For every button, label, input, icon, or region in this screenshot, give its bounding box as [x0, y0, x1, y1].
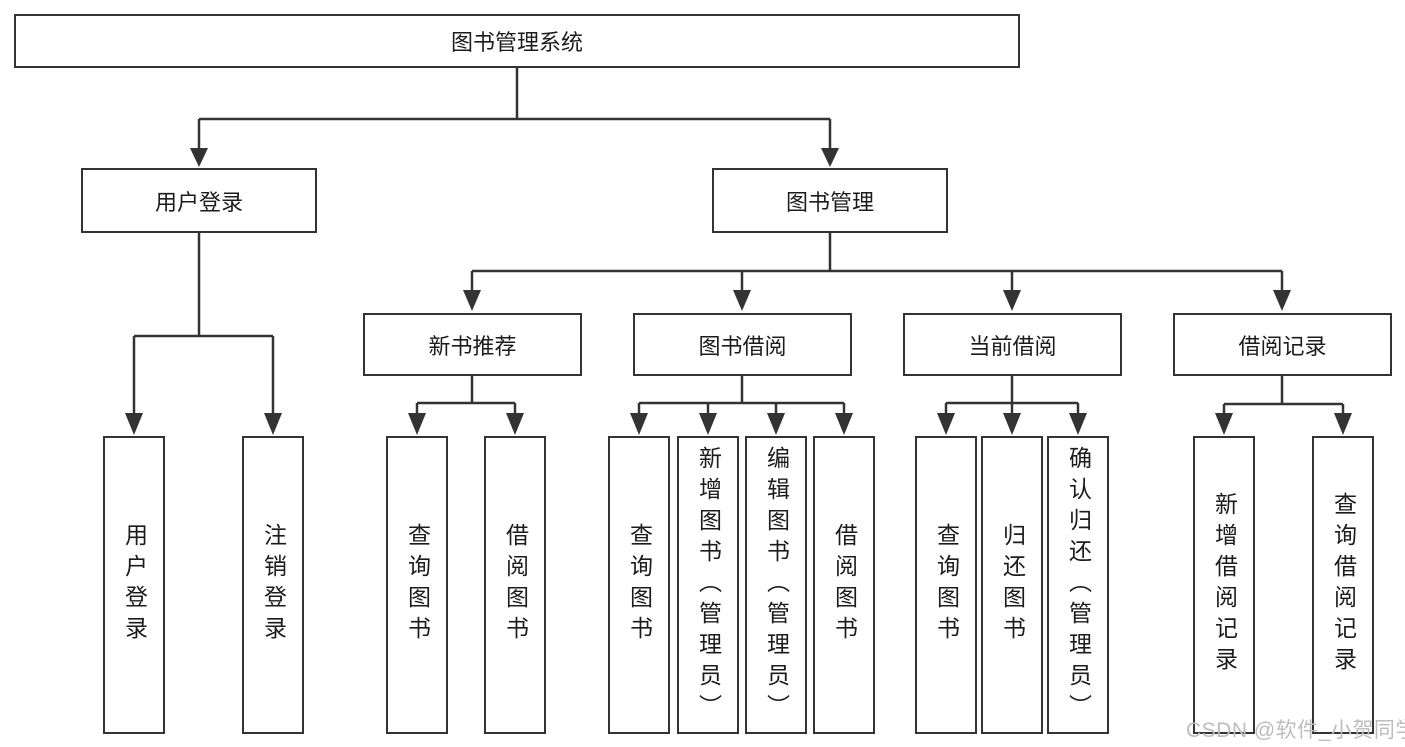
leaf-add-borrow-record: 新增借阅记录: [1193, 436, 1255, 734]
leaf-label: 查询图书: [626, 523, 653, 647]
node-label: 图书借阅: [698, 333, 787, 359]
node-label: 新书推荐: [428, 333, 517, 359]
tree-edges: [132, 68, 1345, 416]
node-book-management-branch: 图书管理: [712, 168, 948, 233]
node-label: 图书管理: [785, 189, 874, 215]
node-current-borrow: 当前借阅: [903, 313, 1122, 376]
node-user-login-branch: 用户登录: [81, 168, 317, 233]
leaf-label: 确认归还（管理员）: [1065, 445, 1092, 725]
leaf-query-books-current: 查询图书: [915, 436, 977, 734]
node-label: 当前借阅: [968, 333, 1057, 359]
leaf-label: 查询图书: [404, 523, 431, 647]
node-label: 图书管理系统: [450, 30, 583, 55]
leaf-label: 新增图书（管理员）: [695, 445, 722, 725]
node-label: 借阅记录: [1238, 333, 1327, 359]
leaf-add-books-admin: 新增图书（管理员）: [677, 436, 739, 734]
node-library-management-system: 图书管理系统: [14, 14, 1020, 68]
csdn-watermark: CSDN @软件_小贺同学: [1186, 719, 1405, 742]
leaf-label: 用户登录: [121, 523, 148, 647]
node-borrow-record: 借阅记录: [1173, 313, 1392, 376]
node-label: 用户登录: [154, 189, 243, 215]
leaf-label: 查询借阅记录: [1330, 492, 1357, 678]
leaf-logout: 注销登录: [242, 436, 304, 734]
leaf-query-borrow-record: 查询借阅记录: [1312, 436, 1374, 734]
leaf-borrow-books-recommend: 借阅图书: [484, 436, 546, 734]
leaf-label: 编辑图书（管理员）: [763, 445, 790, 725]
leaf-label: 借阅图书: [831, 523, 858, 647]
leaf-borrow-books: 借阅图书: [813, 436, 875, 734]
leaf-query-books-borrow: 查询图书: [608, 436, 670, 734]
leaf-label: 归还图书: [999, 523, 1026, 647]
leaf-label: 注销登录: [260, 523, 287, 647]
leaf-return-books: 归还图书: [981, 436, 1043, 734]
leaf-label: 新增借阅记录: [1211, 492, 1238, 678]
arrowheads: [125, 148, 1352, 435]
node-book-borrow: 图书借阅: [633, 313, 852, 376]
leaf-edit-books-admin: 编辑图书（管理员）: [745, 436, 807, 734]
leaf-confirm-return-admin: 确认归还（管理员）: [1047, 436, 1109, 734]
leaf-query-books-recommend: 查询图书: [386, 436, 448, 734]
leaf-user-login: 用户登录: [103, 436, 165, 734]
leaf-label: 借阅图书: [502, 523, 529, 647]
leaf-label: 查询图书: [933, 523, 960, 647]
node-new-book-recommend: 新书推荐: [363, 313, 582, 376]
